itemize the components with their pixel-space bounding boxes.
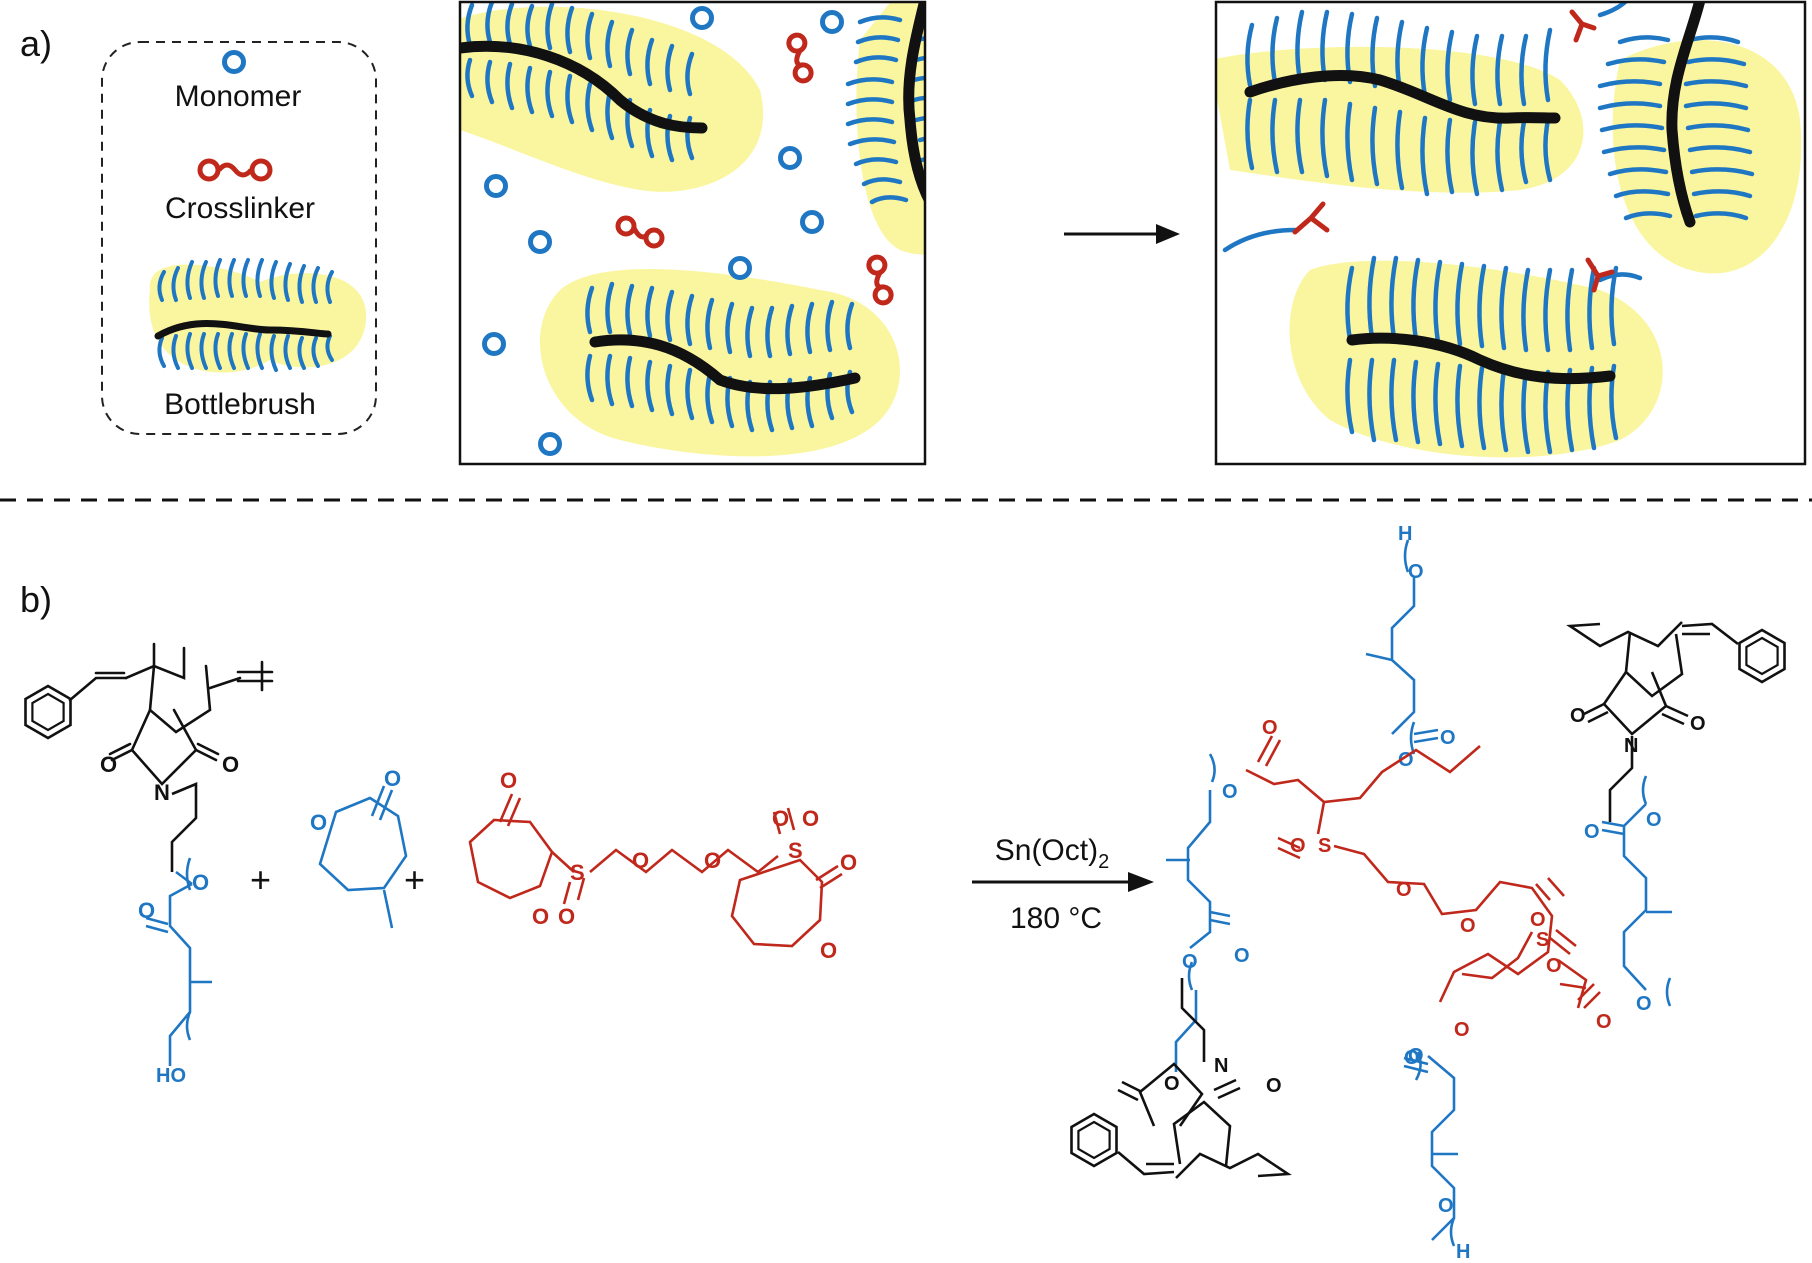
catalyst-label: Sn(Oct)2 — [995, 834, 1109, 873]
monomer-icon — [225, 53, 244, 72]
atom-o-c2: O — [1290, 835, 1306, 857]
atom-o-c1: O — [1262, 717, 1278, 739]
atom-o-c4: O — [1460, 915, 1476, 937]
atom-o-x3: O — [558, 904, 575, 929]
atom-n-n1: N — [1624, 735, 1638, 757]
network-after-box — [1214, 0, 1807, 466]
atom-o-p10: O — [1404, 1047, 1420, 1069]
atom-o-r1c: O — [192, 870, 209, 895]
atom-o-n4: O — [1266, 1075, 1282, 1097]
atom-s-x2: S — [788, 838, 803, 863]
atom-o-p2: O — [1440, 727, 1456, 749]
atom-o-m1: O — [310, 810, 327, 835]
plus-sign-2: + — [404, 859, 425, 900]
atom-h-top: H — [1398, 523, 1412, 545]
atom-ho-r1: HO — [156, 1065, 186, 1087]
atom-o-c5: O — [1530, 909, 1546, 931]
temperature-label: 180 °C — [1010, 902, 1102, 935]
atom-o-r1b: O — [222, 752, 239, 777]
atom-o-c8: O — [1454, 1019, 1470, 1041]
atom-o-x1: O — [500, 768, 517, 793]
atom-o-x5: O — [704, 848, 721, 873]
plus-sign-1: + — [250, 859, 271, 900]
bottlebrush-monomer-structure: O O N O O HO — [24, 642, 274, 1087]
atom-o-r1d: O — [138, 898, 155, 923]
atom-o-c3: O — [1396, 879, 1412, 901]
reaction-arrow-b: Sn(Oct)2 180 °C — [972, 834, 1154, 935]
crosslinker-icon — [197, 158, 273, 182]
atom-o-x8: O — [840, 850, 857, 875]
atom-o-p7: O — [1646, 809, 1662, 831]
atom-o-p4: O — [1222, 781, 1238, 803]
atom-n-n2: N — [1214, 1055, 1228, 1077]
atom-o-p11: O — [1408, 1045, 1424, 1067]
atom-o-p5: O — [1234, 945, 1250, 967]
atom-s-x1: S — [570, 860, 585, 885]
atom-n-r1: N — [154, 780, 170, 805]
bottlebrush-icon — [149, 258, 367, 373]
atom-h-bottom: H — [1456, 1241, 1470, 1263]
atom-o-x6: O — [772, 806, 789, 831]
atom-o-x9: O — [820, 938, 837, 963]
panel-a: a) Monomer Crosslinker — [20, 0, 1807, 466]
atom-o-n1: O — [1570, 705, 1586, 727]
atom-o-p6: O — [1182, 951, 1198, 973]
reaction-arrow-a — [1064, 224, 1180, 244]
panel-b-label: b) — [20, 579, 52, 620]
panel-b: b) O O N — [20, 523, 1786, 1263]
atom-o-x4: O — [632, 848, 649, 873]
bottlebrush-label: Bottlebrush — [164, 388, 316, 421]
atom-o-p8: O — [1584, 821, 1600, 843]
atom-o-p9: O — [1636, 993, 1652, 1015]
atom-o-p1: O — [1408, 561, 1424, 583]
atom-o-x2: O — [532, 904, 549, 929]
crosslinker-label: Crosslinker — [165, 192, 315, 225]
atom-o-r1a: O — [100, 752, 117, 777]
atom-o-x7: O — [802, 806, 819, 831]
atom-o-n2: O — [1690, 713, 1706, 735]
atom-o-n3: O — [1164, 1073, 1180, 1095]
catalyst-text: Sn(Oct) — [995, 834, 1098, 867]
atom-o-m2: O — [384, 766, 401, 791]
mixture-before-box — [458, 0, 927, 466]
atom-s-c1: S — [1318, 835, 1331, 857]
catalyst-subscript: 2 — [1098, 851, 1109, 873]
panel-a-label: a) — [20, 23, 52, 64]
atom-o-p12: O — [1438, 1195, 1454, 1217]
atom-s-c2: S — [1536, 929, 1549, 951]
atom-o-c6: O — [1546, 955, 1562, 977]
crosslinker-structure: O S O O O O S O O O O — [468, 768, 857, 963]
monomer-label: Monomer — [175, 80, 302, 113]
legend-box: Monomer Crosslinker — [101, 41, 377, 435]
atom-o-c7: O — [1596, 1011, 1612, 1033]
product-network-structure: H O O O O O O O O O O O O H — [1070, 523, 1786, 1263]
monomer-structure: O O — [310, 766, 408, 929]
